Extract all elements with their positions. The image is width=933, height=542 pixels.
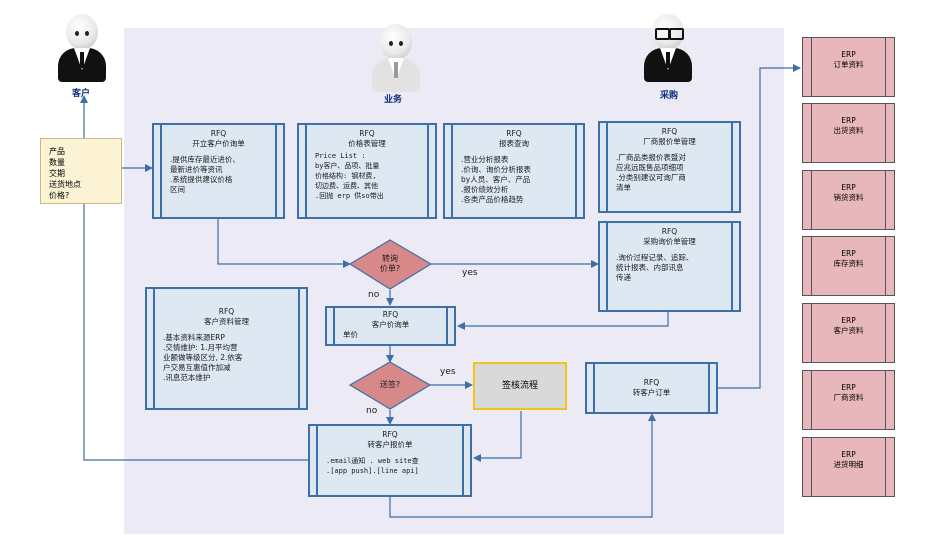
box-body: .询价过程记录、追踪、 统计报表、内部讯息 传递	[616, 253, 694, 282]
vendor-quote-box: RFQ 厂商报价单管理 .厂商品类报价表暨对 应兆远既售品项细项 .分类别建议可…	[598, 121, 741, 213]
to-customer-quote-box: RFQ 转客户报价单 .email通知 . web site查 .[app pu…	[308, 424, 472, 497]
price-table-box: RFQ 价格表管理 Price List : by客户、品项、批量 价格结构: …	[297, 123, 437, 219]
box-title: RFQ 开立客户价询单	[192, 129, 245, 148]
to-customer-order-box: RFQ 转客户订单	[585, 362, 718, 414]
box-body: .提供库存最近进价、 最新进价等资讯 .系统提供建议价格 区间	[170, 155, 240, 194]
arrow-open-to-decision	[217, 219, 351, 268]
customer-avatar	[56, 14, 108, 82]
decision-approval-shape	[348, 361, 432, 410]
erp-box: ERP 进货明细	[802, 437, 895, 497]
decision-transfer-inquiry-text: 转询 价单?	[379, 254, 401, 273]
box-title: RFQ 厂商报价单管理	[643, 127, 696, 146]
erp-box: ERP 出货资料	[802, 103, 895, 163]
box-body: 单价	[343, 330, 358, 339]
box-body: .厂商品类报价表暨对 应兆远既售品项细项 .分类别建议可询厂商 清单	[616, 153, 686, 192]
erp-box: ERP 销货资料	[802, 170, 895, 230]
customer-quote-form-box: RFQ 客户价询单 单价	[325, 306, 456, 346]
purchase-inquiry-box: RFQ 采购询价单管理 .询价过程记录、追踪、 统计报表、内部讯息 传递	[598, 221, 741, 312]
box-title: RFQ 采购询价单管理	[643, 227, 696, 246]
decision-approval-yes: yes	[440, 367, 456, 377]
erp-box: ERP 订单资料	[802, 37, 895, 97]
box-title: RFQ 价格表管理	[348, 129, 386, 148]
decision-transfer-no: no	[368, 290, 380, 300]
role-sales: 业务	[384, 95, 403, 105]
sales-avatar	[370, 24, 422, 92]
arrow-order-to-erp	[718, 64, 801, 389]
decision-approval-no: no	[366, 406, 378, 416]
purchasing-avatar	[642, 14, 694, 82]
role-customer: 客户	[72, 89, 91, 99]
box-title: RFQ 客户资料管理	[204, 307, 249, 326]
box-body: Price List : by客户、品项、批量 价格结构: 钢材费, 切边费、运…	[315, 152, 384, 200]
box-title: RFQ 转客户订单	[632, 378, 671, 397]
box-title: RFQ 转客户报价单	[367, 430, 413, 449]
box-body: .email通知 . web site查 .[app push].[line a…	[326, 457, 419, 475]
erp-box: ERP 客户资料	[802, 303, 895, 363]
decision-approval-text: 送签?	[379, 380, 401, 389]
customer-data-box: RFQ 客户资料管理 .基本资料来源ERP .交情维护: 1.月平均营 业额做等…	[145, 287, 308, 410]
sign-flow-box: 签核流程	[473, 362, 567, 410]
role-purchasing: 采购	[660, 91, 679, 101]
box-title: RFQ 报表查询	[499, 129, 529, 148]
decision-transfer-yes: yes	[462, 268, 478, 278]
arrow-inquiry-to-form	[457, 312, 669, 330]
decision-transfer-inquiry-shape	[348, 239, 433, 290]
open-customer-quote-box: RFQ 开立客户价询单 .提供库存最近进价、 最新进价等资讯 .系统提供建议价格…	[152, 123, 285, 219]
erp-box: ERP 库存资料	[802, 236, 895, 296]
report-query-box: RFQ 报表查询 .营业分析报表 .价询、询价分析报表 by人员、客户、产品 .…	[443, 123, 585, 219]
arrow-quote-to-order	[389, 413, 656, 518]
arrow-sign-to-quote	[473, 411, 522, 462]
customer-request-note: 产品 数量 交期 送货地点 价格?	[40, 138, 122, 204]
box-body: .营业分析报表 .价询、询价分析报表 by人员、客户、产品 .报价绩效分析 .各…	[461, 155, 531, 204]
box-title: RFQ 客户价询单	[371, 310, 410, 329]
erp-box: ERP 厂商资料	[802, 370, 895, 430]
arrow-quote-to-customer	[80, 95, 308, 461]
sign-flow-label: 签核流程	[501, 381, 538, 391]
box-body: .基本资料来源ERP .交情维护: 1.月平均营 业额做等级区分, 2.依客 户…	[163, 333, 243, 382]
